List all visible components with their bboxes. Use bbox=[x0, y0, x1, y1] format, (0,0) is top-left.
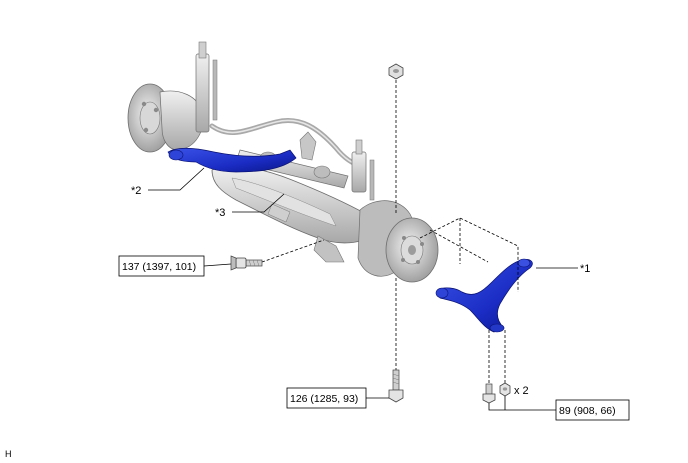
callout-part-1: *1 bbox=[580, 263, 590, 275]
lower-bolt-icon bbox=[388, 369, 404, 403]
left-wheel-hub bbox=[127, 83, 204, 153]
left-arm-bushing bbox=[168, 149, 184, 161]
installation-guide-lines bbox=[261, 80, 519, 384]
front-bolt-icon bbox=[230, 255, 263, 271]
left-strut bbox=[195, 41, 218, 133]
right-wheel-hub bbox=[357, 200, 439, 283]
right-lower-arm bbox=[437, 259, 533, 333]
torque-front-bolt: 137 (1397, 101) bbox=[122, 261, 196, 273]
leader-lines bbox=[148, 167, 578, 411]
figure-code: H bbox=[5, 449, 12, 459]
torque-box-front-bolt: 137 (1397, 101) bbox=[118, 255, 205, 277]
right-strut bbox=[351, 139, 375, 201]
rear-nut-icon bbox=[499, 382, 511, 397]
top-nut-icon bbox=[388, 63, 404, 80]
quantity-label: x 2 bbox=[514, 385, 529, 397]
torque-box-rear-bolt: 126 (1285, 93) bbox=[286, 387, 367, 409]
left-lower-arm bbox=[167, 147, 297, 173]
torque-box-nut-bolt: 89 (908, 66) bbox=[555, 399, 630, 421]
torque-rear-bolt: 126 (1285, 93) bbox=[290, 393, 358, 405]
right-arm-ball-joint bbox=[517, 258, 531, 268]
torque-nut-bolt: 89 (908, 66) bbox=[559, 405, 616, 417]
suspension-crossmember bbox=[211, 165, 375, 263]
right-arm-front-bushing bbox=[435, 287, 449, 299]
right-arm-rear-bushing bbox=[489, 323, 505, 333]
callout-part-2: *2 bbox=[131, 185, 141, 197]
rear-bolt-icon bbox=[482, 383, 496, 404]
callout-part-3: *3 bbox=[215, 207, 225, 219]
